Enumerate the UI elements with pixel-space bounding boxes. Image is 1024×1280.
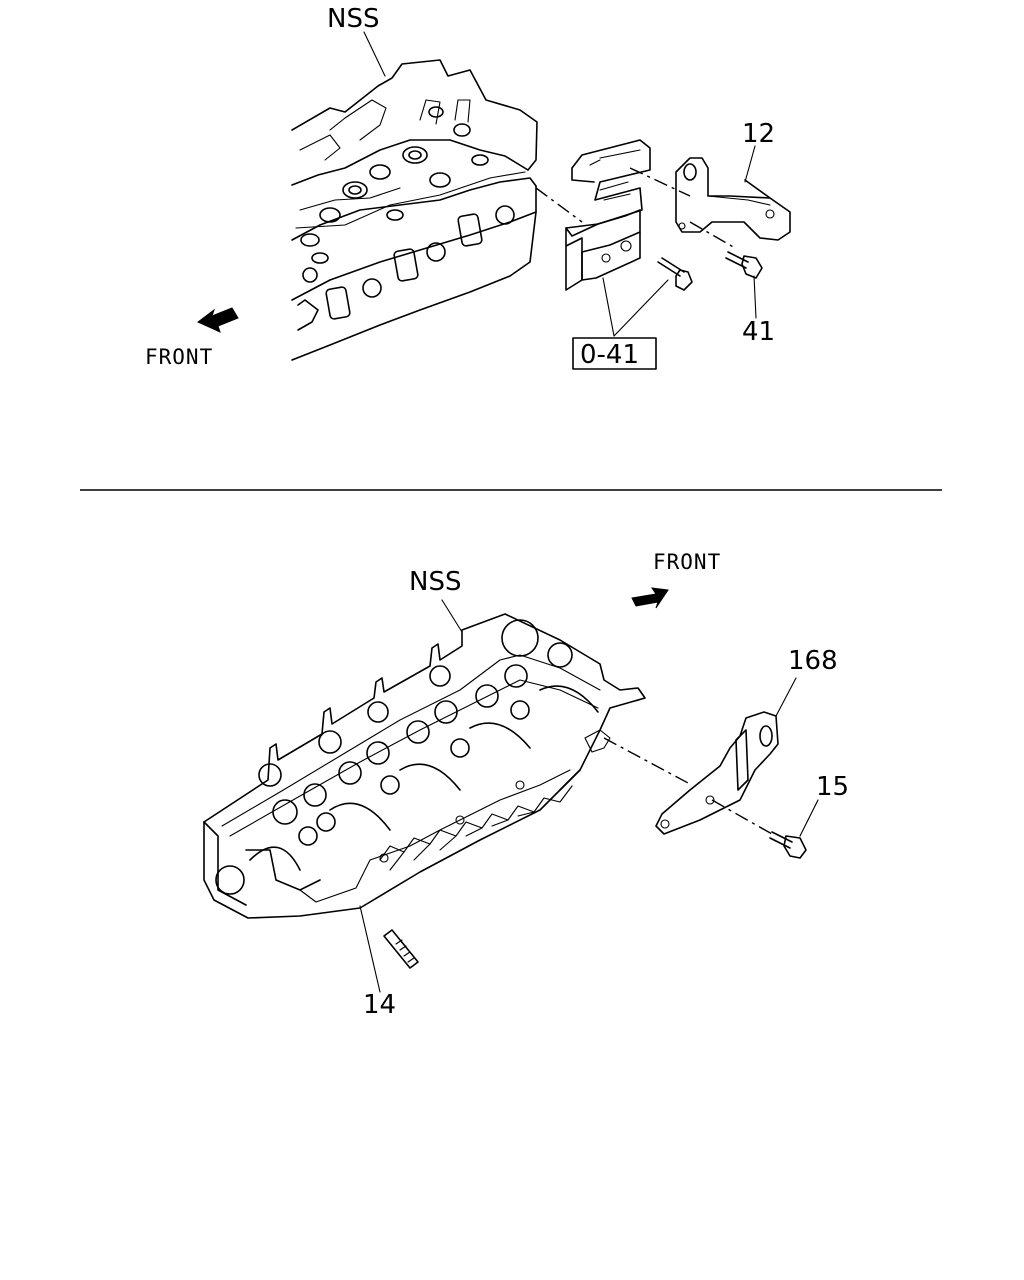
ref-box-label: 0-41: [580, 340, 639, 370]
lower-assembly-leader: [603, 737, 691, 785]
part-15-bolt: [769, 831, 807, 859]
part-14-stud: [383, 929, 419, 969]
lower-cylinder-head: [203, 613, 646, 919]
part-14-label: 14: [363, 990, 396, 1020]
part-15-leader: [799, 799, 819, 837]
nss-lower-leader: [441, 599, 463, 633]
nss-upper-label: NSS: [327, 4, 379, 34]
upper-diagram: NSS 12 41 0-41 FRONT: [145, 4, 791, 370]
part-12-bracket: [675, 157, 791, 241]
upper-mount-bracket: [565, 139, 651, 291]
upper-assembly-leader: [535, 187, 583, 223]
part-168-bracket: [655, 711, 779, 835]
part-12-leader: [744, 145, 756, 183]
part-168-label: 168: [788, 646, 838, 676]
front-arrow-icon-lower: [631, 587, 669, 609]
part-41-leader: [753, 275, 757, 319]
front-label-lower: FRONT: [653, 550, 721, 574]
upper-link-line-1: [629, 167, 691, 197]
lower-diagram: NSS 168 15 14 FRONT: [203, 550, 849, 1020]
ref-box: [572, 337, 657, 370]
part-12-label: 12: [742, 119, 775, 149]
ref-box-leader-b: [613, 279, 669, 337]
nss-lower-label: NSS: [409, 567, 461, 597]
part-41-label: 41: [742, 317, 775, 347]
part-15-label: 15: [816, 772, 849, 802]
nss-upper-leader: [363, 31, 386, 77]
front-label-upper: FRONT: [145, 345, 213, 369]
front-arrow-icon-upper: [197, 307, 239, 333]
upper-link-line-2: [689, 221, 736, 249]
part-168-leader: [775, 677, 797, 717]
upper-cylinder-head: [291, 59, 538, 361]
ref-box-leader-a: [602, 277, 615, 337]
part-14-leader: [359, 905, 381, 993]
part-41-bolt: [725, 251, 763, 279]
upper-group-bolt: [657, 257, 693, 291]
lower-bolt-leader: [711, 799, 773, 835]
